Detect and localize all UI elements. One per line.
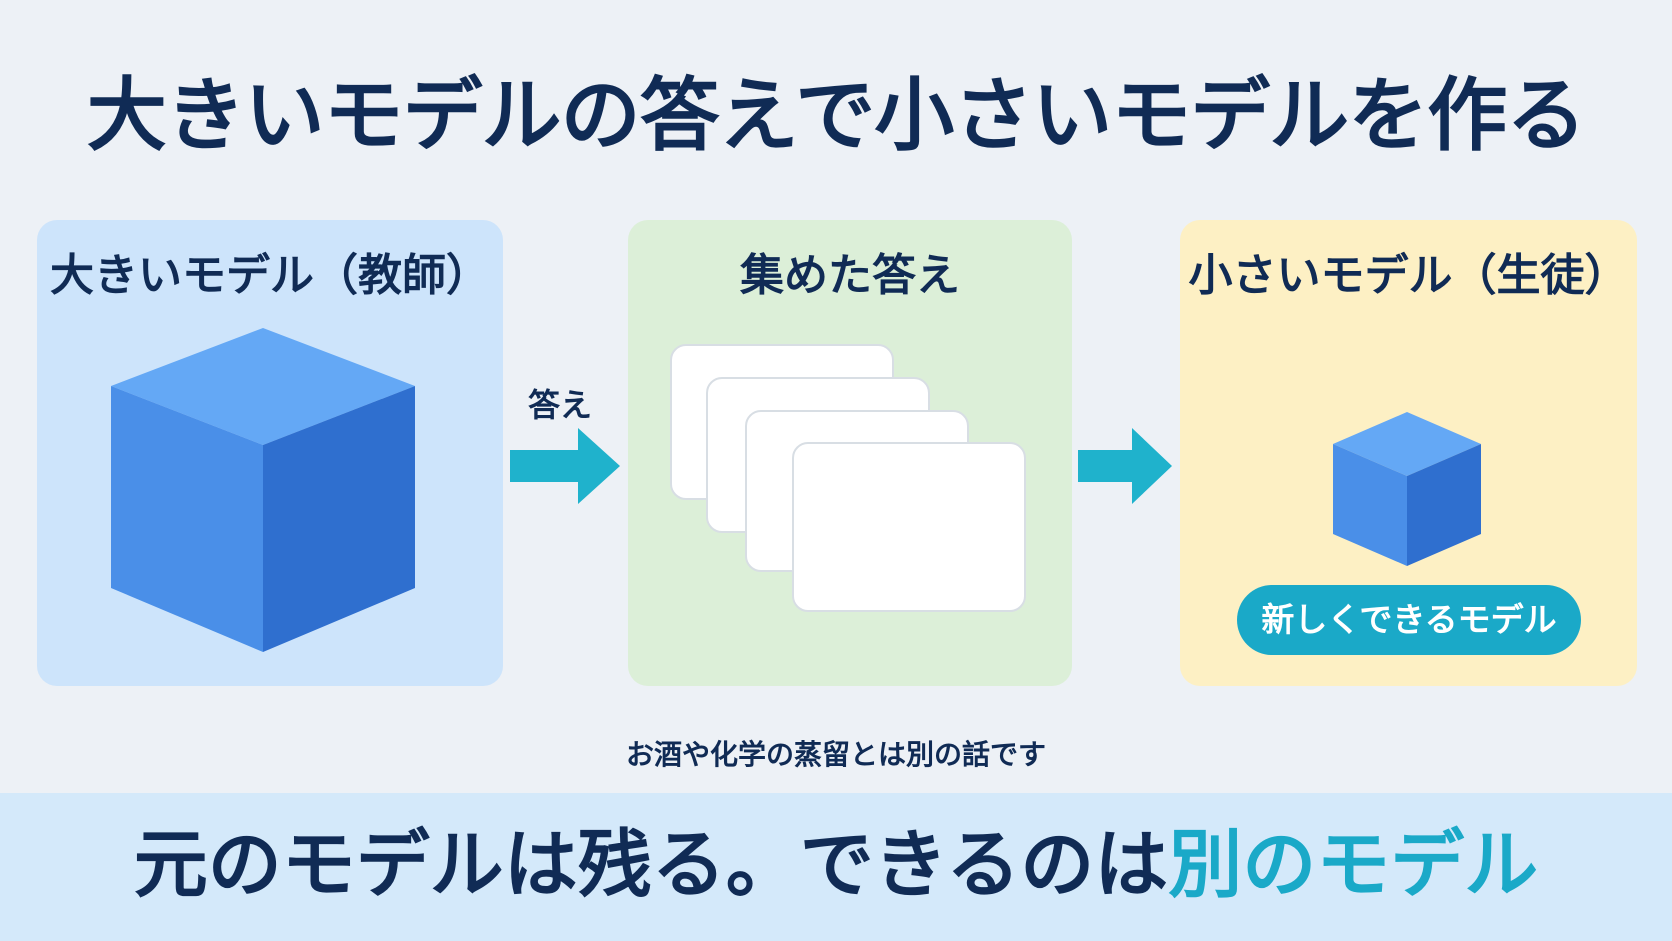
new-model-badge: 新しくできるモデル [1237, 585, 1581, 655]
page-title: 大きいモデルの答えで小さいモデルを作る [86, 69, 1587, 162]
student-panel-title: 小さいモデル（生徒） [1188, 250, 1629, 301]
arrow-right-icon [1078, 428, 1172, 504]
answers-panel-title: 集めた答え [740, 250, 960, 301]
bottom-message: 元のモデルは残る。できるのは別のモデル [0, 821, 1672, 910]
arrow-label-answers: 答え [527, 386, 592, 424]
bottom-message-main: 元のモデルは残る。できるのは [133, 822, 1169, 908]
bottom-message-highlight: 別のモデル [1168, 822, 1539, 908]
distillation-note: お酒や化学の蒸留とは別の話です [625, 738, 1046, 771]
answer-card [792, 442, 1026, 612]
arrow-right-icon [510, 428, 620, 504]
large-cube-icon [111, 328, 415, 652]
teacher-panel-title: 大きいモデル（教師） [50, 250, 490, 301]
bottom-banner: 元のモデルは残る。できるのは別のモデル [0, 793, 1672, 941]
small-cube-icon [1333, 412, 1481, 566]
